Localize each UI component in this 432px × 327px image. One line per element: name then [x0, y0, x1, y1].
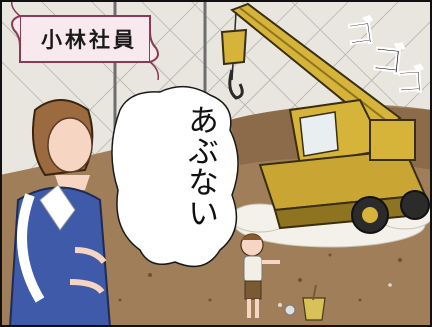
sound-effect-char-3: ゴ [394, 62, 427, 100]
employee-figure [8, 99, 112, 327]
crane-truck [258, 98, 430, 234]
speech-bubble-shape [111, 86, 239, 268]
speech-bubble-text: あぶない [182, 104, 218, 228]
child-figure [240, 233, 280, 318]
sound-effect: ゴ ゴ ゴ [343, 6, 427, 101]
sand-bucket [284, 284, 326, 321]
name-banner-label: 小林社員 [41, 27, 137, 52]
